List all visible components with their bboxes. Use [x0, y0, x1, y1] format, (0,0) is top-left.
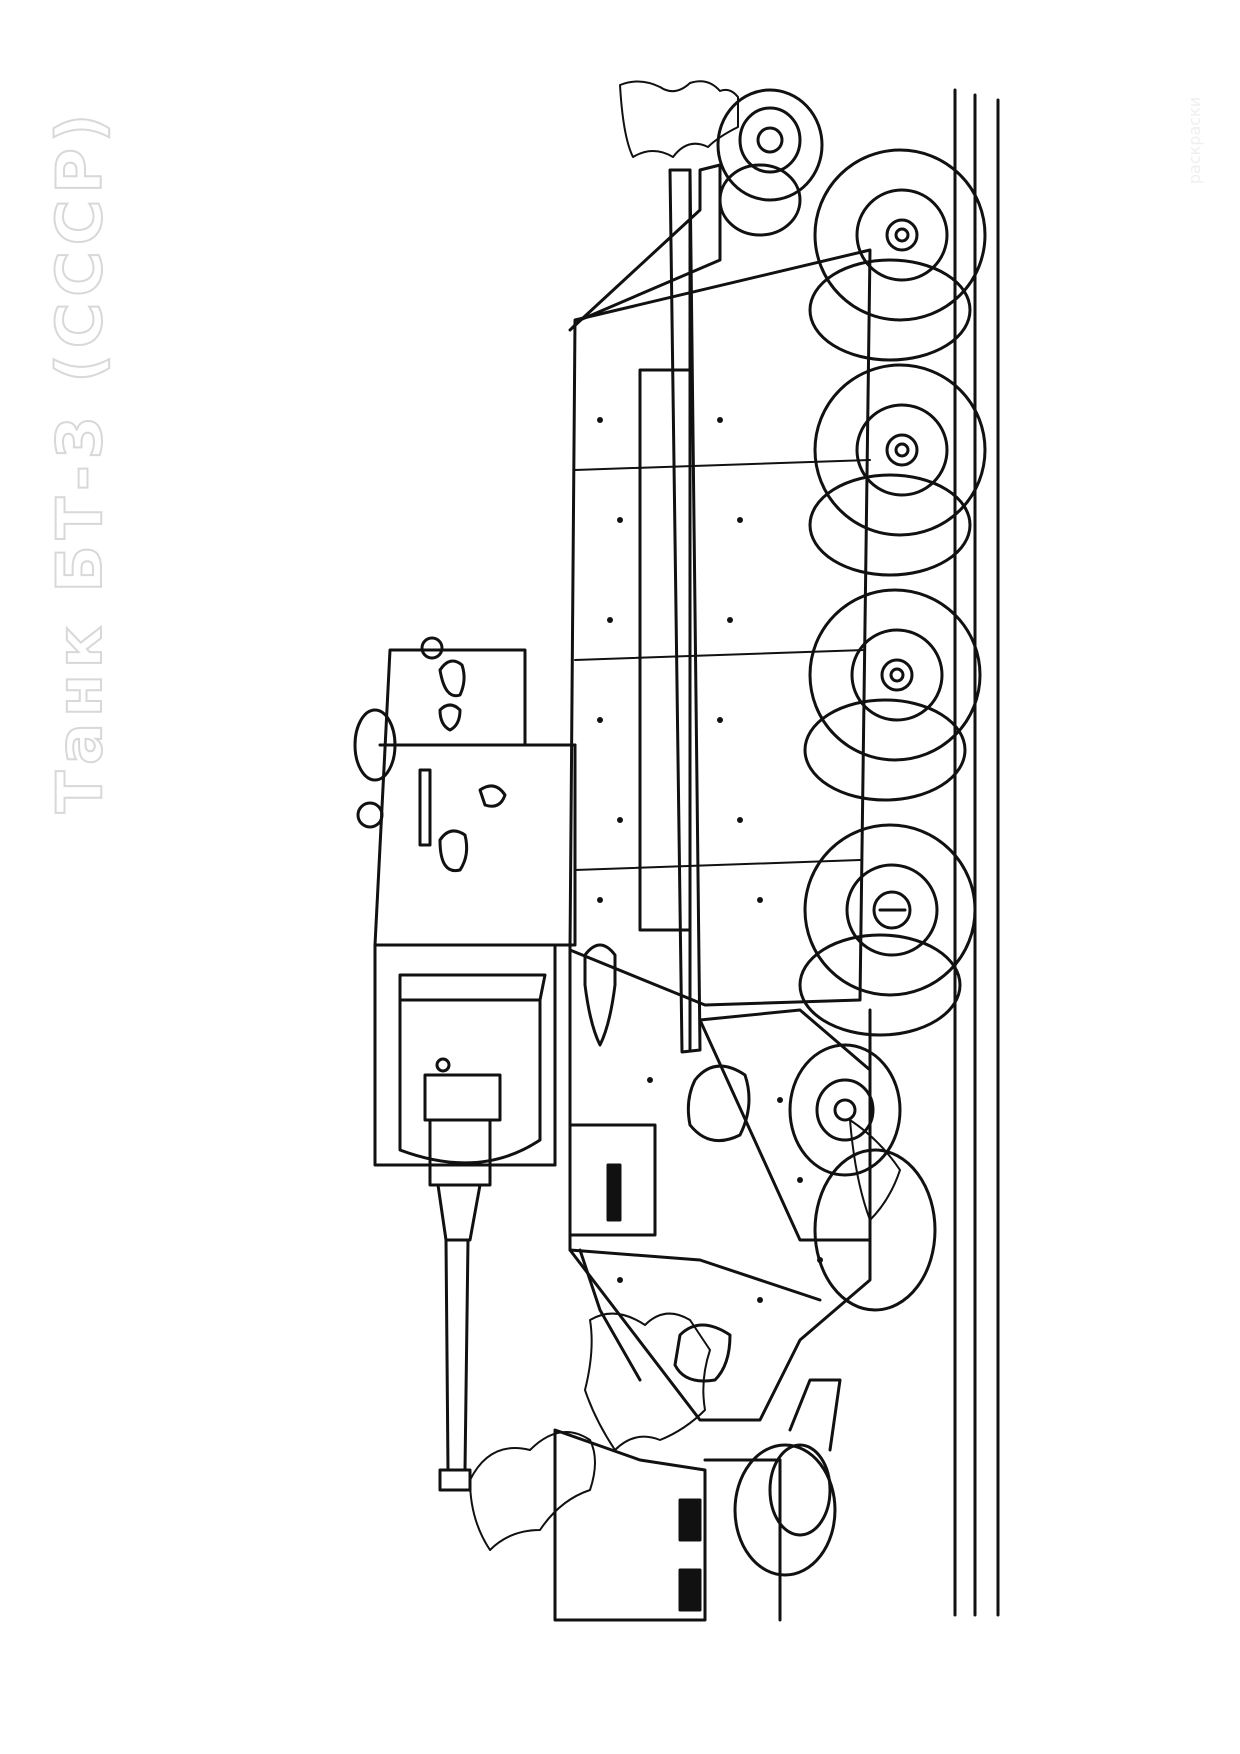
road-wheel-2: [808, 363, 987, 577]
idler-wheel-front: [716, 88, 824, 237]
road-wheel-3: [803, 588, 982, 802]
bushes: [469, 80, 901, 1551]
hull-seams: [574, 459, 871, 871]
gun: [423, 1057, 502, 1492]
drive-wheel: [733, 1378, 842, 1577]
building: [553, 1428, 782, 1622]
hatch: [583, 943, 751, 1383]
ground-lines: [953, 88, 1000, 1617]
hull: [568, 163, 872, 1422]
idler-wheel-rear: [788, 1043, 937, 1312]
rivets: [597, 417, 823, 1303]
turret: [353, 636, 577, 1167]
road-wheel-4: [798, 823, 977, 1037]
road-wheel-1: [808, 148, 987, 362]
